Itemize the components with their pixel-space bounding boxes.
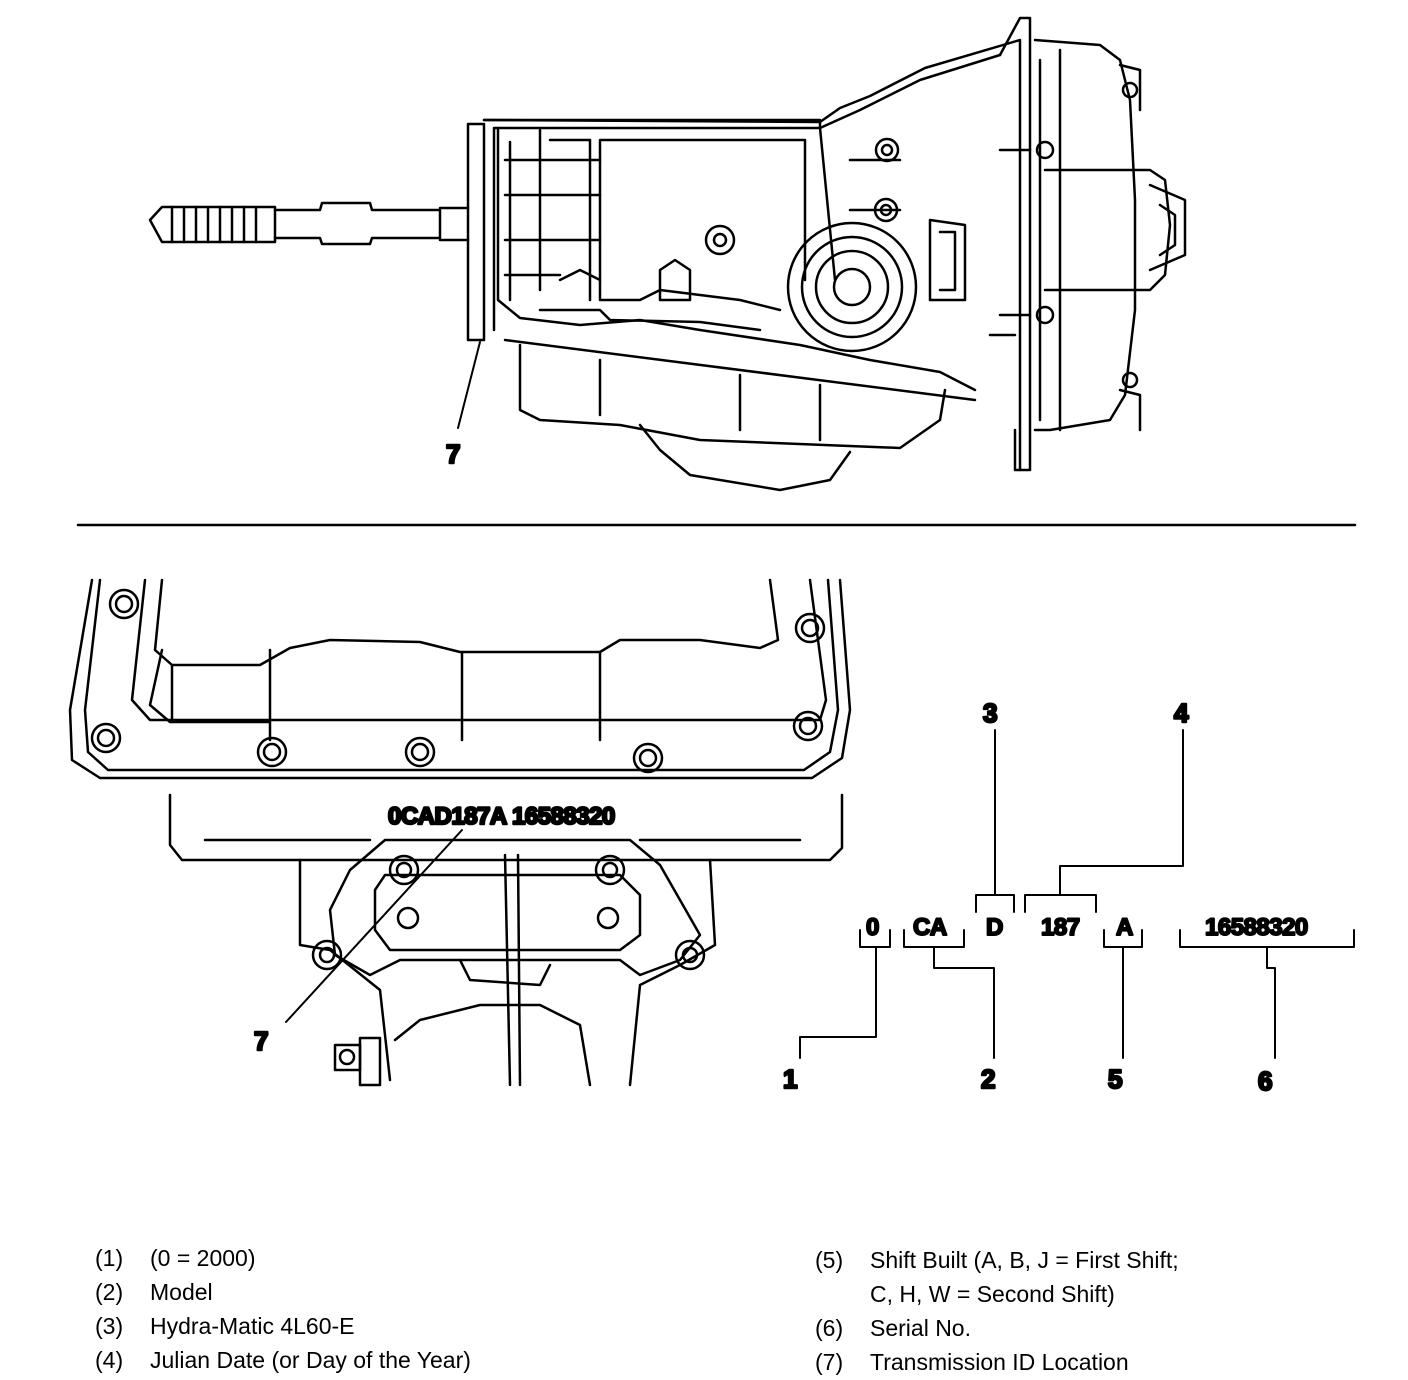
legend-left: (1) (0 = 2000) (2) Model (3) Hydra-Matic… [95,1241,471,1377]
code-hydramatic: D [986,914,1003,941]
callout-5: 5 [1108,1064,1122,1094]
legend-item-4: (4) Julian Date (or Day of the Year) [95,1343,471,1377]
code-shift: A [1116,914,1133,941]
code-year: 0 [866,914,879,941]
legend-item-5-continued: C, H, W = Second Shift) [815,1277,1179,1311]
leader-6 [1266,946,1276,1059]
callout-3: 3 [983,698,997,728]
legend-number: (5) [815,1246,844,1273]
callout-4: 4 [1174,698,1189,728]
legend-text: Model [150,1278,213,1305]
top-leader-line-7 [457,341,481,429]
code-model: CA [913,914,947,941]
solenoid [786,218,967,353]
legend-text: (0 = 2000) [150,1244,256,1271]
oil-pan-side [503,338,977,492]
id-stamp: 0CAD187A 16588320 [388,803,615,830]
legend-text: C, H, W = Second Shift) [870,1280,1115,1307]
legend-text: Shift Built (A, B, J = First Shift; [870,1246,1179,1273]
legend-number: (3) [95,1312,124,1339]
output-shaft [148,201,470,246]
legend-number: (2) [95,1278,124,1305]
legend-item-2: (2) Model [95,1275,471,1309]
legend-item-3: (3) Hydra-Matic 4L60-E [95,1309,471,1343]
legend-item-1: (1) (0 = 2000) [95,1241,471,1275]
transmission-side-view: 7 [148,16,1187,492]
legend-number: (7) [815,1348,844,1375]
bracket-julian [1024,894,1097,913]
bottom-callout-7: 7 [254,1026,268,1056]
top-callout-7: 7 [446,439,460,469]
code-julian: 187 [1041,914,1080,941]
legend-item-7: (7) Transmission ID Location [815,1345,1179,1379]
main-case [482,38,1022,472]
bottom-leader-line-7 [285,829,463,1023]
legend-text: Serial No. [870,1314,971,1341]
legend-item-6: (6) Serial No. [815,1311,1179,1345]
pan-bolts [90,588,826,774]
oil-pan-flange [68,578,852,780]
leader-1 [799,946,877,1059]
legend-number: (4) [95,1346,124,1373]
leader-2 [933,946,995,1059]
callout-6: 6 [1258,1066,1272,1096]
callout-2: 2 [981,1064,995,1094]
legend-right: (5) Shift Built (A, B, J = First Shift; … [815,1243,1179,1379]
legend-text: Julian Date (or Day of the Year) [150,1346,471,1373]
legend-number: (1) [95,1244,124,1271]
transmission-bottom-view: 0CAD187A 16588320 7 [68,578,852,1087]
bracket-hydramatic [975,894,1015,913]
legend-item-5: (5) Shift Built (A, B, J = First Shift; [815,1243,1179,1277]
legend-number: (6) [815,1314,844,1341]
bell-housing [988,16,1187,472]
leader-4 [1059,729,1184,896]
code-serial: 16588320 [1205,914,1308,941]
callout-1: 1 [783,1064,797,1094]
speed-sensor [333,1036,382,1087]
rear-case-face [466,122,486,342]
id-code-breakdown: 0 CA D 187 A 16588320 [799,729,1355,1059]
legend-text: Hydra-Matic 4L60-E [150,1312,355,1339]
legend-text: Transmission ID Location [870,1348,1129,1375]
